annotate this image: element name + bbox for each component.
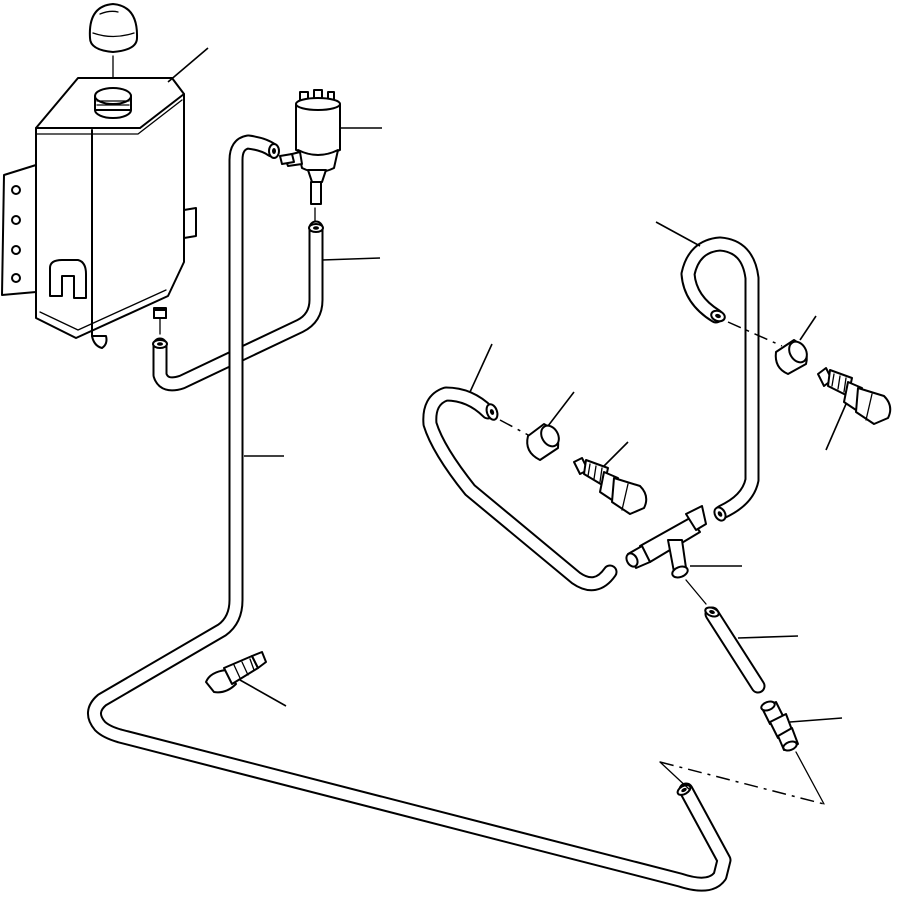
tee-assembly-line: [685, 579, 707, 605]
leader-pump-hose: [321, 257, 381, 261]
rear-washer-nozzle: [817, 367, 892, 425]
leader-check-valve: [239, 679, 287, 707]
leader-rear-grommet: [799, 315, 817, 341]
leader-connector: [789, 717, 843, 723]
washer-pump-motor: [283, 89, 341, 205]
hose-end-line: [659, 761, 691, 791]
leader-rear-nozzle: [825, 403, 847, 451]
front-assembly-line: [499, 419, 531, 437]
rear-assembly-line: [727, 321, 783, 347]
rear-rubber-grommet: [774, 339, 808, 375]
inline-check-valve: [205, 651, 267, 694]
short-hose: [704, 606, 766, 694]
tank-outlet-nipple: [153, 309, 167, 319]
front-washer-nozzle: [573, 457, 648, 515]
leader-rear-hose: [655, 221, 701, 247]
leader-front-hose: [469, 343, 493, 393]
pump-hose-joint: [279, 153, 295, 165]
leader-front-grommet: [547, 391, 575, 427]
rear-nozzle-hose: [680, 236, 760, 522]
leader-short-hose: [737, 635, 799, 639]
leader-front-nozzle: [603, 441, 629, 467]
washer-tank: [1, 77, 197, 349]
front-rubber-grommet: [526, 423, 560, 461]
front-nozzle-hose: [422, 386, 618, 592]
tee-joint: [625, 505, 707, 579]
connector-line-down: [795, 751, 825, 805]
leader-tank: [167, 47, 209, 83]
long-supply-hose: [87, 134, 732, 892]
tank-cap: [88, 3, 139, 53]
hose-connector: [760, 700, 799, 752]
